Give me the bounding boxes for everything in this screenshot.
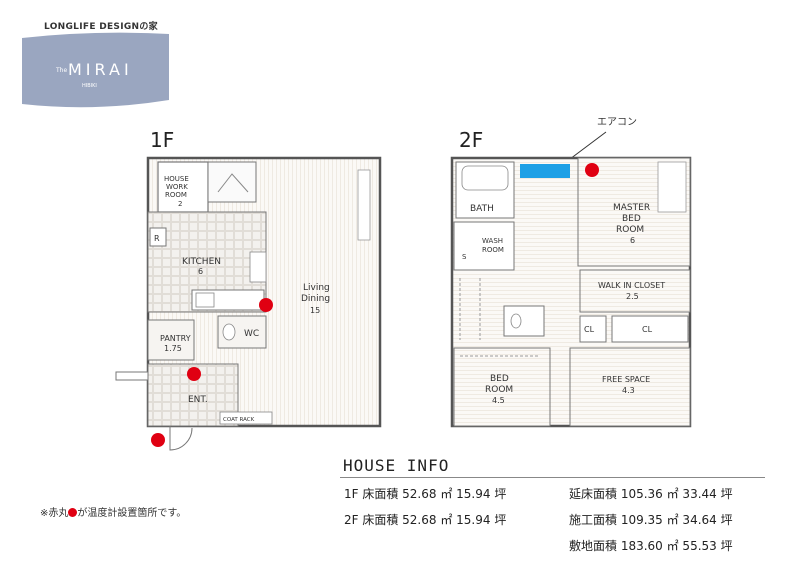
house-info-title: HOUSE INFO — [343, 456, 450, 475]
wash-s-label: S — [462, 253, 467, 261]
free-space-size: 4.3 — [622, 386, 635, 395]
bed-size: 4.5 — [492, 396, 505, 405]
master-label-1: MASTER — [613, 203, 650, 213]
walk-in-size: 2.5 — [626, 292, 639, 301]
master-label-2: BED — [622, 214, 641, 224]
pantry-label: PANTRY — [160, 334, 191, 343]
thermometer-dot-living — [259, 298, 273, 312]
bed-label-2: ROOM — [485, 385, 513, 395]
thermometer-dot-outside — [151, 433, 165, 447]
house-info-divider — [340, 477, 765, 478]
thermometer-dot-entrance — [187, 367, 201, 381]
pantry-size: 1.75 — [164, 344, 182, 353]
closet-1-label: CL — [584, 325, 595, 334]
living-label-1: Living — [303, 283, 330, 293]
info-total-floor-area: 延床面積 105.36 ㎡ 33.44 坪 — [569, 487, 733, 501]
wash-label-2: ROOM — [482, 246, 504, 254]
house-work-size: 2 — [178, 200, 182, 208]
walk-in-label: WALK IN CLOSET — [598, 281, 665, 290]
bath-label: BATH — [470, 204, 494, 214]
floor1-plan: HOUSE WORK ROOM 2 R KITCHEN 6 Living Din… — [115, 156, 382, 451]
closet-2-label: CL — [642, 325, 653, 334]
free-space — [569, 347, 691, 427]
info-site-area: 敷地面積 183.60 ㎡ 55.53 坪 — [569, 539, 733, 553]
living-label-2: Dining — [301, 294, 330, 304]
wc-label: WC — [244, 329, 259, 339]
thermometer-dot-master — [585, 163, 599, 177]
floor1-label: 1F — [150, 128, 175, 152]
floor2-label: 2F — [459, 128, 484, 152]
aircon-label: エアコン — [597, 117, 637, 128]
info-construction-area: 施工面積 109.35 ㎡ 34.64 坪 — [569, 513, 733, 527]
wash-room — [453, 221, 515, 271]
free-space-label: FREE SPACE — [602, 375, 650, 384]
bed-room — [453, 347, 551, 427]
note-text-after: が温度計設置箇所です。 — [77, 508, 187, 519]
logo-main-text: MIRAI — [68, 60, 133, 79]
brand-tagline: LONGLIFE DESIGNの家 — [44, 22, 158, 32]
wash-label-1: WASH — [482, 237, 503, 245]
info-2f-area: 2F 床面積 52.68 ㎡ 15.94 坪 — [344, 513, 507, 527]
master-label-3: ROOM — [616, 225, 644, 235]
thermometer-note: ※赤丸が温度計設置箇所です。 — [40, 504, 186, 519]
walk-in-closet — [579, 269, 691, 313]
refrigerator-label: R — [154, 234, 160, 243]
house-work-label-3: ROOM — [165, 191, 187, 199]
logo-sub-text: HIBIKI — [82, 83, 97, 89]
info-1f-area: 1F 床面積 52.68 ㎡ 15.94 坪 — [344, 487, 507, 501]
note-text-before: ※赤丸 — [40, 508, 69, 519]
closet-1 — [579, 315, 607, 343]
aircon-unit — [520, 164, 570, 178]
house-work-label-2: WORK — [166, 183, 188, 191]
coat-rack-label: COAT RACK — [223, 417, 255, 423]
floor2-plan: エアコン BATH WASH ROOM S MASTER BED ROOM 6 … — [450, 117, 692, 428]
master-size: 6 — [630, 236, 635, 245]
red-dot-icon — [68, 508, 78, 517]
entrance-door — [169, 426, 193, 451]
house-work-label-1: HOUSE — [164, 175, 189, 183]
entrance-label: ENT. — [188, 395, 208, 405]
kitchen-label: KITCHEN — [182, 257, 221, 267]
stair-1f — [207, 161, 257, 203]
logo-small-text: The — [55, 67, 67, 74]
pantry — [147, 319, 195, 361]
brand-logo: The MIRAI HIBIKI — [22, 32, 169, 108]
living-size: 15 — [310, 306, 320, 315]
bed-label-1: BED — [490, 374, 509, 384]
kitchen-size: 6 — [198, 267, 203, 276]
closet-2 — [611, 315, 689, 343]
coat-rack — [219, 411, 273, 425]
